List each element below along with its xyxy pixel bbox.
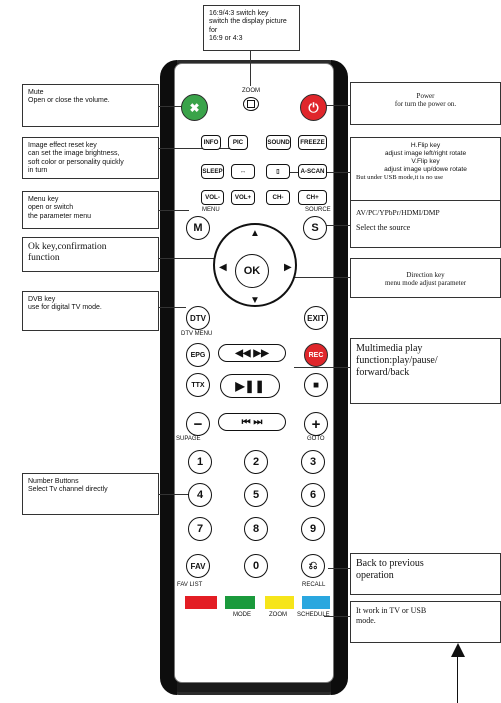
- power-callout: Power for turn the power on.: [350, 82, 501, 125]
- prev-next-button[interactable]: ⏮ ⏭: [218, 413, 286, 431]
- fav-button[interactable]: FAV: [186, 554, 210, 578]
- minus-button[interactable]: −: [186, 412, 210, 436]
- sleep-button[interactable]: SLEEP: [201, 164, 224, 179]
- pic-button[interactable]: PIC: [228, 135, 248, 150]
- fav-list-label: FAV LIST: [177, 582, 203, 588]
- supage-label: SUPAGE: [176, 436, 201, 442]
- exit-button[interactable]: EXIT: [304, 306, 328, 330]
- menu-label: MENU: [202, 207, 220, 213]
- vol-plus-button[interactable]: VOL+: [231, 190, 255, 205]
- plus-button[interactable]: +: [304, 412, 328, 436]
- ch-minus-button[interactable]: CH-: [266, 190, 290, 205]
- back-callout: Back to previous operation: [350, 553, 501, 595]
- vflip-button[interactable]: ▯: [266, 164, 290, 179]
- num-9-button[interactable]: 9: [301, 517, 325, 541]
- info-button[interactable]: INFO: [201, 135, 221, 150]
- epg-button[interactable]: EPG: [186, 343, 210, 367]
- schedule-label: SCHEDULE: [297, 612, 330, 618]
- power-button[interactable]: ⏻: [300, 94, 327, 121]
- num-2-button[interactable]: 2: [244, 450, 268, 474]
- dtv-button[interactable]: DTV: [186, 306, 210, 330]
- zoom-button[interactable]: [243, 97, 259, 111]
- right-arrow-icon[interactable]: ▶: [284, 262, 292, 273]
- tvusb-callout: It work in TV or USB mode.: [350, 601, 501, 643]
- mute-button[interactable]: ✖: [181, 94, 208, 121]
- source-label: SOURCE: [305, 207, 331, 213]
- num-3-button[interactable]: 3: [301, 450, 325, 474]
- recall-button[interactable]: ⎌: [301, 554, 325, 578]
- zoom-label: ZOOM: [242, 88, 260, 94]
- ratio-callout: 16:9/4:3 switch key switch the display p…: [203, 5, 300, 51]
- zoom-bottom-label: ZOOM: [269, 612, 287, 618]
- num-8-button[interactable]: 8: [244, 517, 268, 541]
- rewind-forward-button[interactable]: ◀◀ ▶▶: [218, 344, 286, 362]
- mode-label: MODE: [233, 612, 251, 618]
- source-button[interactable]: S: [303, 216, 327, 240]
- source-callout: AV/PC/YPbPr/HDMI/DMP Select the source: [350, 200, 501, 248]
- direction-callout: Direction key menu mode adjust parameter: [350, 258, 501, 298]
- num-0-button[interactable]: 0: [244, 554, 268, 578]
- number-callout: Number Buttons Select Tv channel directl…: [22, 473, 159, 515]
- vol-minus-button[interactable]: VOL-: [201, 190, 224, 205]
- red-key[interactable]: [185, 596, 217, 609]
- goto-label: GOTO: [307, 436, 325, 442]
- freeze-button[interactable]: FREEZE: [298, 135, 327, 150]
- sound-button[interactable]: SOUND: [266, 135, 291, 150]
- stop-button[interactable]: ■: [304, 373, 328, 397]
- dtv-menu-label: DTV MENU: [181, 331, 213, 337]
- yellow-key[interactable]: [265, 596, 294, 609]
- menu-callout: Menu key open or switch the parameter me…: [22, 191, 159, 229]
- effect-callout: Image effect reset key can set the image…: [22, 137, 159, 179]
- dvb-callout: DVB key use for digital TV mode.: [22, 291, 159, 331]
- num-4-button[interactable]: 4: [188, 483, 212, 507]
- mute-callout: Mute Open or close the volume.: [22, 84, 159, 127]
- num-5-button[interactable]: 5: [244, 483, 268, 507]
- green-key[interactable]: [225, 596, 255, 609]
- ttx-button[interactable]: TTX: [186, 373, 210, 397]
- multimedia-callout: Multimedia play function:play/pause/ for…: [350, 338, 501, 404]
- hflip-button[interactable]: ↔: [231, 164, 255, 179]
- num-7-button[interactable]: 7: [188, 517, 212, 541]
- recall-label: RECALL: [302, 582, 326, 588]
- ascan-button[interactable]: A-SCAN: [298, 164, 327, 179]
- blue-key[interactable]: [302, 596, 330, 609]
- ok-callout: Ok key,confirmation function: [22, 237, 159, 272]
- down-arrow-icon[interactable]: ▼: [250, 295, 260, 306]
- rec-button[interactable]: REC: [304, 343, 328, 367]
- play-pause-button[interactable]: ▶❚❚: [220, 374, 280, 398]
- up-arrow-icon[interactable]: ▲: [250, 228, 260, 239]
- flip-callout: H.Flip key adjust image left/right rotat…: [350, 137, 501, 201]
- ch-plus-button[interactable]: CH+: [298, 190, 327, 205]
- left-arrow-icon[interactable]: ◀: [219, 262, 227, 273]
- num-6-button[interactable]: 6: [301, 483, 325, 507]
- num-1-button[interactable]: 1: [188, 450, 212, 474]
- menu-button[interactable]: M: [186, 216, 210, 240]
- ok-button[interactable]: OK: [235, 254, 269, 288]
